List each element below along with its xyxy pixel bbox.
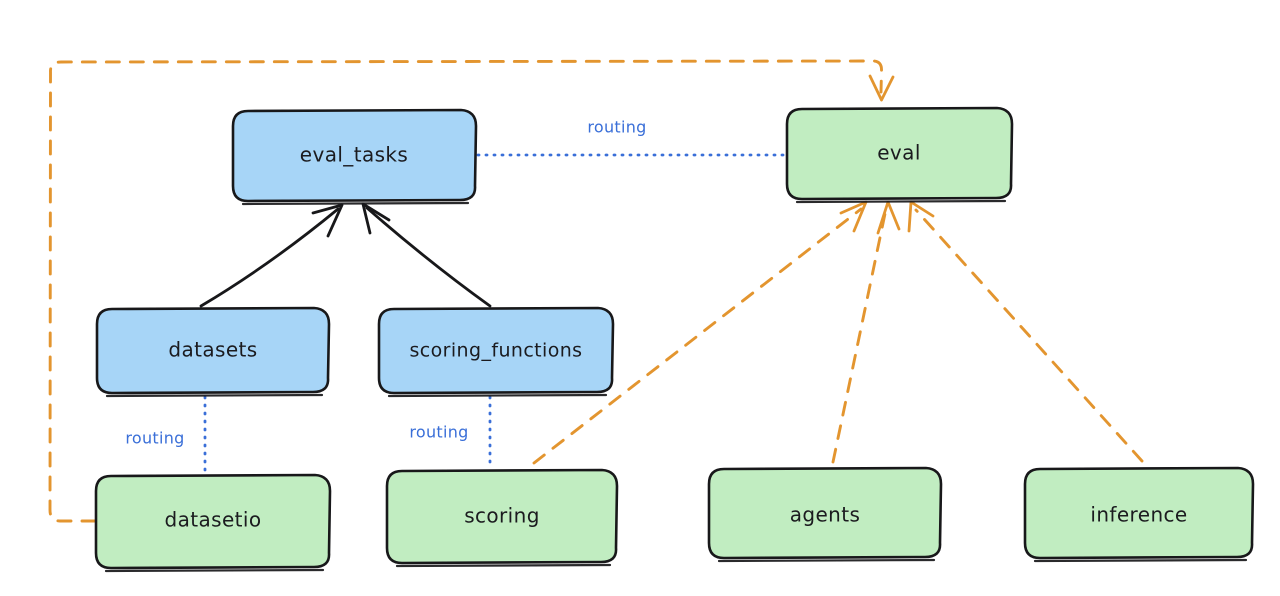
node-agents-shadow	[717, 558, 936, 563]
node-scoring_functions-label: scoring_functions	[410, 340, 583, 362]
node-agents-box	[707, 466, 943, 560]
edge-inference-eval-line	[914, 208, 1144, 463]
edge-datasetio-eval-line	[48, 59, 883, 523]
node-eval-box	[785, 106, 1014, 201]
edge-label-routing-1: routing	[587, 118, 646, 137]
node-inference-shadow	[1033, 558, 1248, 563]
node-datasetio-box	[94, 473, 332, 570]
node-datasets[interactable]: datasets	[95, 306, 331, 398]
edge-datasetio-eval	[48, 59, 895, 523]
node-scoring_functions-box	[377, 306, 615, 395]
node-inference-label: inference	[1090, 503, 1187, 527]
node-scoring-label: scoring	[464, 504, 540, 528]
edge-datasets-eval_tasks-arrowhead	[311, 203, 344, 238]
node-datasetio-label: datasetio	[164, 508, 261, 532]
node-inference[interactable]: inference	[1023, 466, 1255, 563]
edge-datasetio-eval-arrowhead	[868, 74, 895, 102]
edge-agents-eval-arrowhead	[876, 200, 901, 235]
edge-scoring-eval	[532, 200, 868, 465]
node-datasetio-shadow	[104, 568, 325, 573]
edge-scoringfn-scoring: routing	[409, 395, 492, 470]
node-inference-box	[1023, 466, 1255, 560]
node-agents-label: agents	[790, 503, 861, 527]
node-scoring-shadow	[395, 563, 612, 568]
node-eval[interactable]: eval	[785, 106, 1014, 204]
edge-inference-eval-arrowhead	[907, 200, 935, 233]
edge-label-routing-3: routing	[409, 423, 468, 442]
node-datasetio[interactable]: datasetio	[94, 473, 332, 573]
node-scoring[interactable]: scoring	[385, 468, 619, 568]
edge-datasets-eval_tasks	[199, 203, 344, 308]
edge-inference-eval	[907, 200, 1144, 463]
edge-agents-eval-line	[831, 207, 888, 464]
edge-scoringfn-eval_tasks	[361, 202, 492, 308]
node-scoring_functions-shadow	[387, 393, 608, 398]
node-eval-shadow	[795, 199, 1007, 204]
node-eval_tasks[interactable]: eval_tasks	[231, 108, 478, 206]
node-datasets-shadow	[105, 393, 324, 398]
edge-scoring-eval-arrowhead	[839, 200, 868, 233]
edge-scoringfn-eval_tasks-line	[365, 206, 492, 308]
edge-datasets-datasetio: routing	[125, 395, 207, 474]
node-eval_tasks-box	[231, 108, 478, 203]
edge-label-routing-2: routing	[125, 429, 184, 448]
node-datasets-label: datasets	[168, 338, 257, 362]
node-scoring-box	[385, 468, 619, 565]
edge-scoringfn-eval_tasks-arrowhead	[361, 202, 391, 235]
node-eval_tasks-shadow	[241, 201, 470, 206]
node-eval_tasks-label: eval_tasks	[300, 143, 408, 167]
edge-scoring-eval-line	[532, 207, 863, 465]
edge-eval_tasks-eval: routing	[476, 118, 786, 157]
edge-datasets-eval_tasks-line	[199, 207, 340, 308]
node-datasets-box	[95, 306, 331, 395]
node-scoring_functions[interactable]: scoring_functions	[377, 306, 615, 398]
edge-agents-eval	[831, 200, 901, 464]
node-agents[interactable]: agents	[707, 466, 943, 563]
node-eval-label: eval	[877, 141, 921, 165]
